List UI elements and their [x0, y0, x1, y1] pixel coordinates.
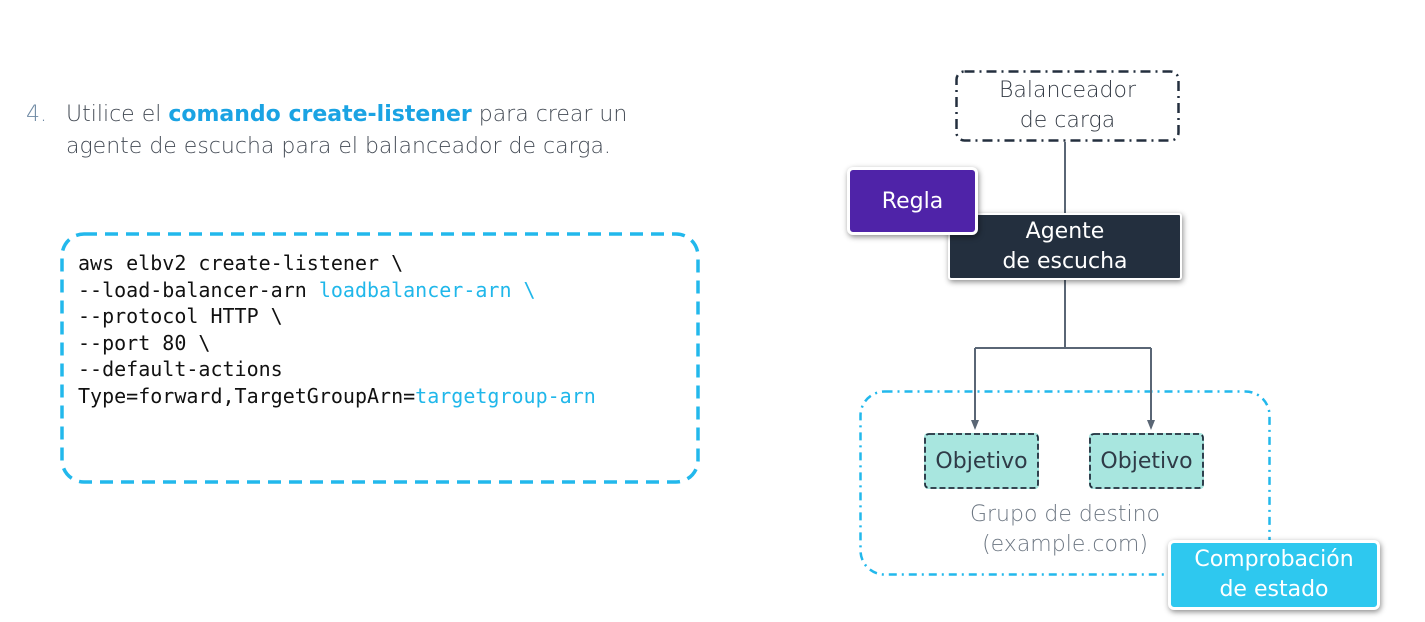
code-line-6-highlight: targetgroup-arn — [415, 383, 596, 408]
target-node-1: Objetivo — [924, 433, 1039, 489]
code-line-5: --default-actions — [78, 357, 283, 381]
target-1-dashed-border — [924, 433, 1039, 489]
step-text: Utilice el comando create-listener para … — [66, 99, 666, 163]
code-line-2-highlight: loadbalancer-arn \ — [318, 277, 536, 302]
step-text-after: para crear un agente de escucha para el … — [66, 102, 628, 159]
code-line-4: --port 80 \ — [78, 330, 211, 355]
code-block: aws elbv2 create-listener \ --load-balan… — [78, 250, 596, 409]
rule-node: Regla — [847, 167, 978, 235]
load-balancer-node: Balanceador de carga — [955, 70, 1180, 142]
step-number: 4. — [26, 102, 47, 127]
step-text-before: Utilice el — [66, 102, 169, 127]
code-box-dashed-border — [60, 232, 700, 484]
target-group-frame — [859, 390, 1271, 576]
health-check-label: Comprobación de estado — [1194, 547, 1354, 602]
rule-label: Regla — [881, 188, 944, 214]
code-box: aws elbv2 create-listener \ --load-balan… — [60, 232, 700, 484]
listener-label: Agente de escucha — [1002, 218, 1128, 274]
code-line-6-prefix: Type=forward,TargetGroupArn= — [78, 383, 416, 408]
code-line-1: aws elbv2 create-listener \ — [78, 251, 404, 275]
load-balancer-label: Balanceador de carga — [998, 78, 1136, 133]
step-text-highlight: comando create-listener — [168, 102, 472, 127]
code-line-2-prefix: --load-balancer-arn — [78, 277, 319, 302]
target-2-label: Objetivo — [1100, 448, 1193, 474]
target-1-label: Objetivo — [935, 448, 1028, 474]
listener-node: Agente de escucha — [948, 213, 1182, 280]
load-balancer-dashed-border — [955, 70, 1180, 142]
target-2-dashed-border — [1089, 433, 1204, 489]
health-check-node: Comprobación de estado — [1168, 540, 1380, 610]
code-line-3: --protocol HTTP \ — [78, 304, 283, 328]
target-node-2: Objetivo — [1089, 433, 1204, 489]
target-group-dashed-border — [859, 390, 1271, 576]
target-group-label: Grupo de destino (example.com) — [969, 502, 1161, 557]
